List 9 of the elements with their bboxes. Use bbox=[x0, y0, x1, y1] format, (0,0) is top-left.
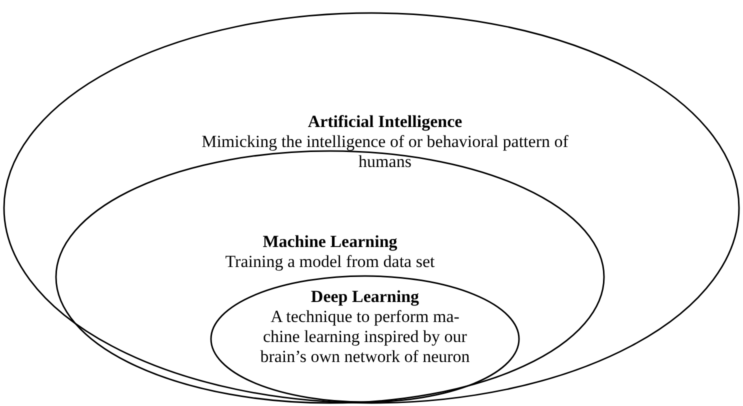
ellipse-region bbox=[55, 150, 605, 404]
ellipse-region bbox=[210, 275, 520, 403]
ellipse-region bbox=[3, 12, 740, 404]
region-description: A technique to perform ma- chine learning inspired by our brain’s own network of neuron bbox=[259, 307, 471, 367]
region-heading: Machine Learning bbox=[262, 232, 398, 252]
region-heading: Artificial Intelligence bbox=[306, 112, 464, 132]
region-heading: Deep Learning bbox=[310, 287, 420, 307]
region-description: Training a model from data set bbox=[224, 252, 436, 272]
region-description: Mimicking the intelligence of or behavioral pattern of humans bbox=[200, 132, 570, 172]
